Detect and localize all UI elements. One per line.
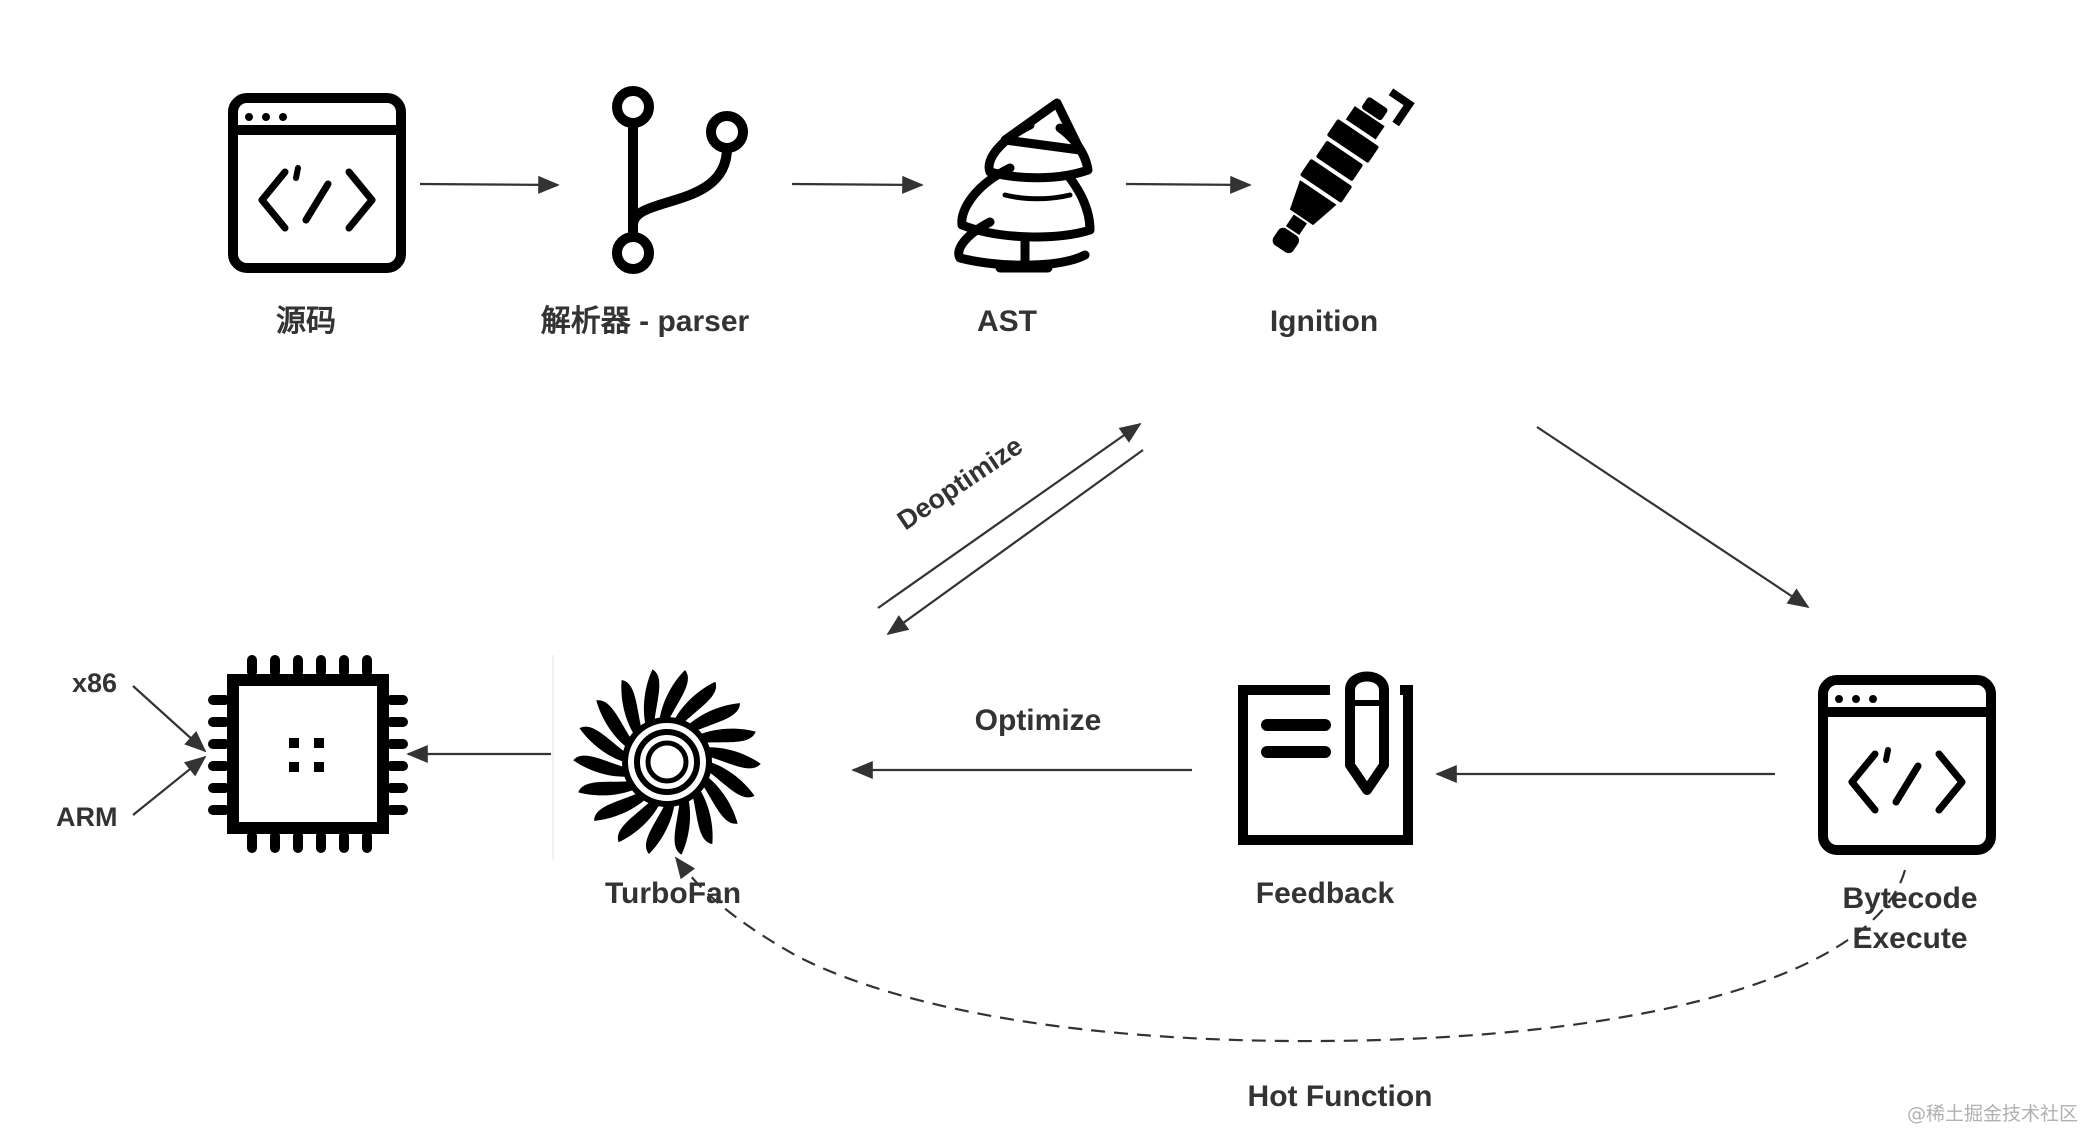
code-window-icon (228, 93, 406, 273)
bytecode-window-icon (1818, 675, 1996, 855)
arrow-deoptimize-up (877, 422, 1142, 609)
hot-function-label: Hot Function (1247, 1080, 1433, 1113)
cpu-chip-icon (208, 655, 408, 853)
bytecode-label-line2: Execute (1852, 922, 1968, 955)
arrow-source-to-parser (419, 175, 560, 194)
source-label: 源码 (276, 305, 336, 338)
branch-icon (612, 86, 748, 274)
arrow-parser-to-ast (791, 175, 924, 194)
bytecode-label-line1: Bytecode (1842, 882, 1978, 915)
optimize-label: Optimize (974, 704, 1102, 737)
ast-label: AST (977, 305, 1037, 338)
turbofan-label: TurboFan (604, 877, 742, 910)
tree-icon (954, 98, 1095, 273)
spark-plug-icon (1272, 88, 1415, 254)
feedback-label: Feedback (1255, 877, 1395, 910)
arrows (132, 175, 1907, 1043)
parser-label: 解析器 - parser (540, 305, 750, 338)
arrow-arm-to-cpu (132, 755, 207, 816)
notebook-pen-icon (1238, 671, 1413, 845)
turbofan-icon (573, 669, 761, 855)
arrow-x86-to-cpu (132, 685, 207, 753)
arrow-ignition-to-bytecode (1536, 426, 1810, 608)
watermark: @稀土掘金技术社区 (1906, 1103, 2078, 1125)
arrow-deoptimize-down (886, 449, 1144, 636)
ignition-label: Ignition (1269, 305, 1379, 338)
arrow-ast-to-ignition (1125, 175, 1252, 194)
arm-label: ARM (56, 802, 118, 832)
x86-label: x86 (72, 668, 118, 698)
